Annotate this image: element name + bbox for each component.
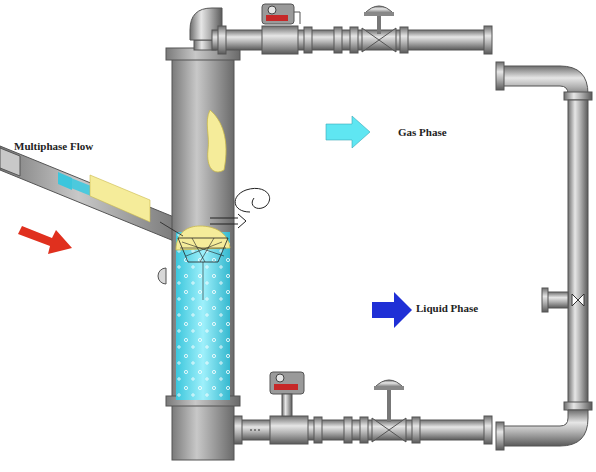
gas-outlet-pipe [190, 8, 492, 54]
swirl-symbol [210, 188, 270, 228]
return-pipe [496, 62, 592, 450]
control-valve [372, 380, 406, 442]
flow-label: Multiphase Flow [14, 140, 93, 152]
separator-column [158, 48, 240, 460]
inflow-arrow [18, 226, 72, 254]
control-valve [362, 6, 396, 52]
liquid-outlet-pipe [234, 416, 492, 444]
phase-label: Liquid Phase [416, 302, 478, 314]
flow-meter [270, 372, 308, 444]
phase-label: Gas Phase [398, 126, 447, 138]
liquid-arrow [372, 292, 412, 328]
gas-arrow [326, 116, 370, 148]
flow-meter [262, 4, 300, 54]
